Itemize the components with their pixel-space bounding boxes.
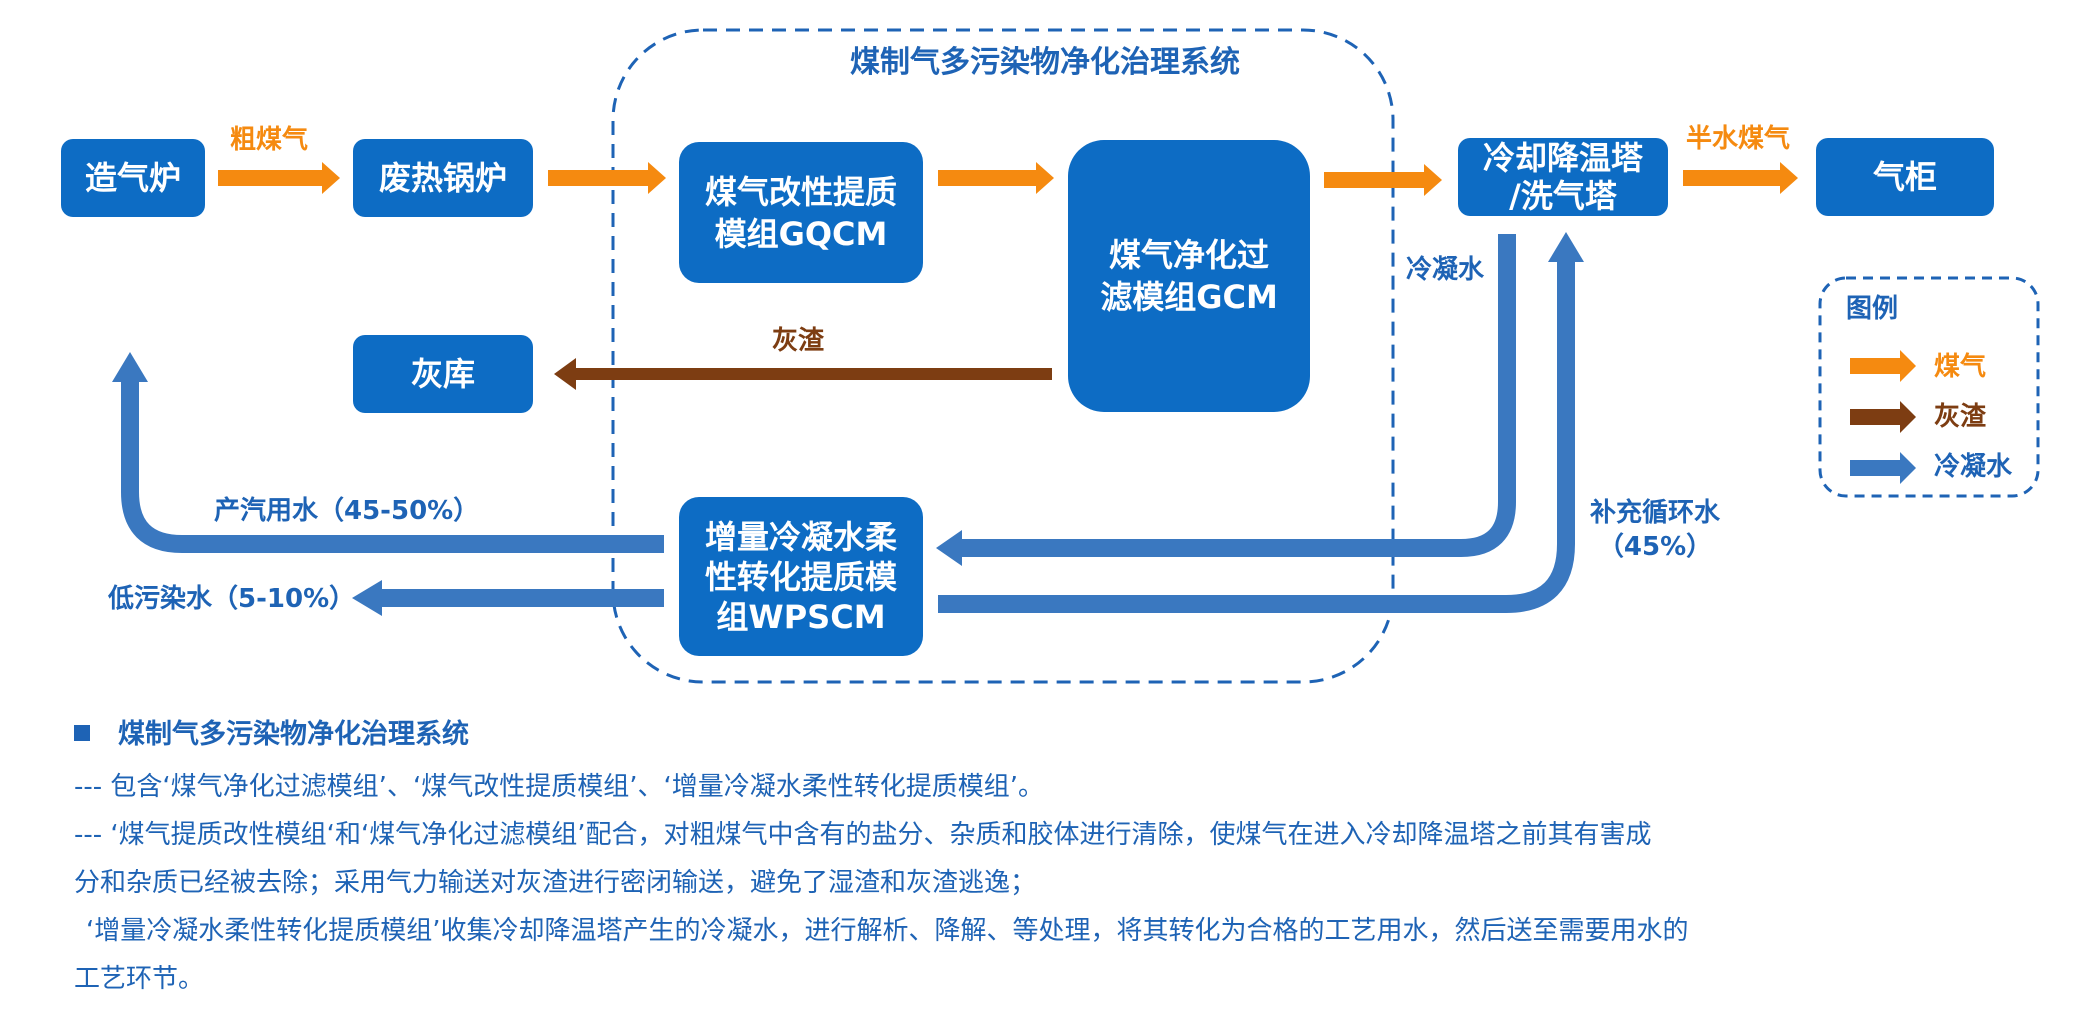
node-cooling-tower-line1: 冷却降温塔 — [1482, 139, 1643, 177]
label-makeup-water-line1: 补充循环水 — [1590, 498, 1721, 528]
steam-water-path-to-gasifier — [121, 380, 664, 553]
node-gasifier: 造气炉 — [61, 139, 205, 217]
gas-arrow-gqcm-to-gcm — [938, 162, 1054, 194]
node-waste-heat-boiler: 废热锅炉 — [353, 139, 533, 217]
system-title: 煤制气多污染物净化治理系统 — [850, 45, 1240, 80]
legend-arrows — [1850, 350, 1916, 484]
legend-item-ash: 灰渣 — [1934, 402, 1987, 432]
condensate-arrowhead-wpscm — [936, 530, 962, 566]
label-semi-water-gas: 半水煤气 — [1686, 124, 1791, 154]
notes-line-2: --- ‘煤气提质改性模组‘和‘煤气净化过滤模组’配合，对粗煤气中含有的盐分、杂… — [74, 820, 1652, 850]
legend-gas-arrow — [1850, 350, 1916, 382]
label-makeup-water: 补充循环水 （45%） — [1590, 496, 1720, 564]
gas-arrow-gasifier-to-boiler — [218, 162, 340, 194]
gas-arrow-gcm-to-tower — [1324, 164, 1442, 196]
node-ash-storage: 灰库 — [353, 335, 533, 413]
label-low-pollution-water: 低污染水（5-10%） — [108, 584, 356, 614]
notes-line-5: 工艺环节。 — [74, 964, 205, 994]
node-wpscm-line2: 性转化提质模 — [704, 557, 897, 596]
notes-line-1: --- 包含‘煤气净化过滤模组’、‘煤气改性提质模组’、‘增量冷凝水柔性转化提质… — [74, 772, 1044, 802]
legend-title: 图例 — [1846, 294, 1899, 324]
system-boundary — [611, 28, 1395, 684]
node-ash-storage-label: 灰库 — [410, 355, 475, 393]
node-gas-holder-label: 气柜 — [1872, 158, 1937, 196]
ash-arrow-gcm-to-storage — [554, 358, 1052, 390]
node-gqcm-line1: 煤气改性提质 — [704, 172, 897, 211]
legend-item-condensate: 冷凝水 — [1934, 452, 2013, 482]
node-cooling-tower: 冷却降温塔 /洗气塔 — [1458, 138, 1668, 216]
node-wpscm-line3: 组WPSCM — [716, 597, 886, 636]
label-makeup-water-line2: （45%） — [1597, 532, 1713, 562]
node-gcm-line1: 煤气净化过 — [1108, 236, 1269, 274]
label-crude-gas: 粗煤气 — [230, 125, 309, 155]
makeup-water-path-wpscm-to-tower — [938, 260, 1575, 613]
steam-water-arrowhead-gasifier — [112, 352, 148, 382]
node-gasifier-label: 造气炉 — [84, 159, 181, 197]
legend-ash-arrow — [1850, 401, 1916, 433]
node-gas-holder: 气柜 — [1816, 138, 1994, 216]
legend-condensate-arrow — [1850, 452, 1916, 484]
legend-box — [1818, 276, 2040, 498]
node-wpscm: 增量冷凝水柔 性转化提质模 组WPSCM — [679, 497, 923, 656]
legend-item-gas: 煤气 — [1934, 352, 1987, 382]
condensate-path-tower-to-wpscm — [958, 234, 1516, 557]
notes-section: 煤制气多污染物净化治理系统 --- 包含‘煤气净化过滤模组’、‘煤气改性提质模组… — [74, 715, 1954, 1003]
label-ash: 灰渣 — [772, 326, 825, 356]
low-pollution-water-arrowhead — [352, 580, 382, 616]
node-gcm: 煤气净化过 滤模组GCM — [1068, 140, 1310, 412]
bullet-square-icon — [74, 724, 90, 741]
makeup-water-arrowhead-tower — [1548, 232, 1584, 262]
node-gcm-line2: 滤模组GCM — [1100, 278, 1278, 316]
gas-arrow-boiler-to-gqcm — [548, 162, 666, 194]
node-waste-heat-boiler-label: 废热锅炉 — [378, 159, 507, 197]
node-gqcm: 煤气改性提质 模组GQCM — [679, 142, 923, 283]
notes-heading-text: 煤制气多污染物净化治理系统 — [118, 719, 469, 750]
node-cooling-tower-line2: /洗气塔 — [1509, 177, 1617, 215]
gas-arrow-tower-to-holder — [1683, 162, 1798, 194]
node-wpscm-line1: 增量冷凝水柔 — [704, 517, 897, 556]
label-condensate: 冷凝水 — [1406, 255, 1485, 285]
node-gqcm-line2: 模组GQCM — [714, 214, 888, 253]
label-steam-water: 产汽用水（45-50%） — [214, 496, 480, 526]
notes-line-3: 分和杂质已经被去除；采用气力输送对灰渣进行密闭输送，避免了湿渣和灰渣逃逸； — [74, 868, 1037, 898]
notes-heading: 煤制气多污染物净化治理系统 — [74, 715, 1954, 755]
notes-line-4: ‘增量冷凝水柔性转化提质模组’收集冷却降温塔产生的冷凝水，进行解析、降解、等处理… — [86, 916, 1689, 946]
